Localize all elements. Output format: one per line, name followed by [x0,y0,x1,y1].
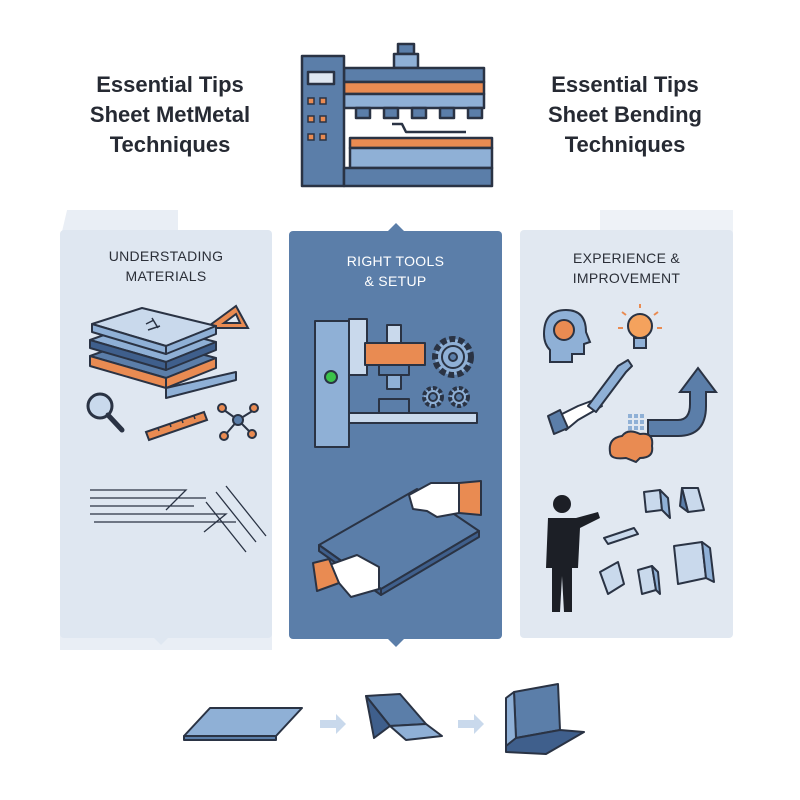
wrench-hand-icon [547,359,633,435]
magnifier-icon [86,392,125,433]
panel-heading-tools-line-1: RIGHT TOOLS [346,253,445,269]
panel-understanding-materials: UNDERSTADING MATERIALS [60,230,272,638]
panel-experience-improvement: EXPERIENCE & IMPROVEMENT [520,230,733,638]
panel-heading-materials-line-2: MATERIALS [125,268,207,284]
panel-heading-tools-line-2: & SETUP [364,273,427,289]
right-title-line-2: Sheet Bending [547,102,702,127]
panel-heading-materials-line-1: UNDERSTADING [108,248,224,264]
arrow-right-icon [458,714,484,734]
press-brake-machine-icon [300,42,494,188]
panel-notch-bottom-left [154,638,168,645]
panel-notch-top [387,223,405,232]
curved-arrow-icon [647,366,718,437]
gears-icon [422,336,474,408]
experience-illustration [542,304,718,464]
panel-right-tools-setup: RIGHT TOOLS & SETUP [289,231,502,639]
left-title-line-2: Sheet MetMetal [89,102,251,127]
set-square-icon [202,304,250,329]
panel-notch-bottom [387,638,405,647]
materials-illustration [86,304,267,553]
formed-sheet-icon [505,683,585,755]
bending-process-steps [183,683,585,755]
left-title-line-3: Techniques [109,132,231,157]
right-title-line-1: Essential Tips [551,72,699,97]
flat-sheet-icon [183,707,303,741]
head-brain-icon [542,308,592,363]
left-title: Essential Tips Sheet MetMetal Techniques [45,70,295,160]
brain-icon [608,430,654,464]
presenter-silhouette-icon [546,495,600,612]
ruler-icon [144,410,209,442]
panel-heading-experience-line-1: EXPERIENCE & [572,250,681,266]
panel-heading-materials: UNDERSTADING MATERIALS [60,246,272,286]
molecule-icon [217,403,259,441]
hands-holding-sheet-icon [312,480,482,598]
press-tool-icon [314,318,478,448]
right-title: Essential Tips Sheet Bending Techniques [500,70,750,160]
presenter-illustration [546,487,715,612]
dotted-grid-icon [628,414,644,430]
hatched-lines-icon [90,485,267,553]
lightbulb-icon [618,304,662,349]
sheet-stack-icon [89,307,237,399]
arrow-right-icon [320,714,346,734]
bent-sheet-icon [365,693,443,741]
panel-heading-experience-line-2: IMPROVEMENT [572,270,681,286]
right-title-line-3: Techniques [564,132,686,157]
panel-heading-experience: EXPERIENCE & IMPROVEMENT [520,248,733,288]
bent-shapes-icon [599,487,715,595]
panel-heading-tools: RIGHT TOOLS & SETUP [289,251,502,291]
left-title-line-1: Essential Tips [96,72,244,97]
